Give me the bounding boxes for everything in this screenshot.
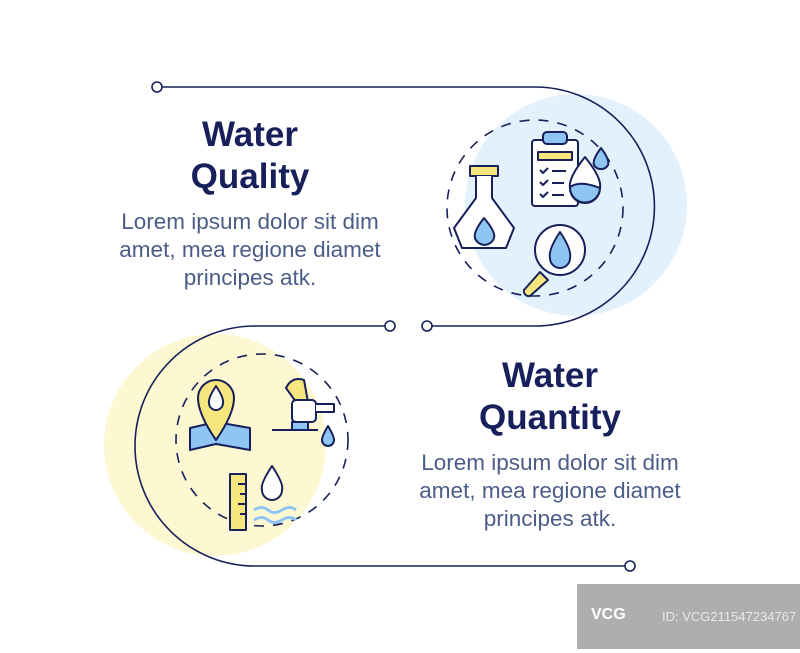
text-line: amet, mea regione diamet [419,478,681,503]
quality-connector [162,86,656,327]
water-level-ruler-icon [229,465,297,531]
text-line: Lorem ipsum dolor sit dim [121,209,379,234]
dot [624,560,636,572]
quantity-title: Water Quantity [390,355,710,439]
location-pin-map-icon [189,379,251,451]
text-line: principes atk. [483,506,617,531]
quality-dashed-ring [446,119,624,297]
dot [384,320,396,332]
text-line: Lorem ipsum dolor sit dim [421,450,679,475]
text-line: principes atk. [183,265,317,290]
title-line: Water [202,115,298,154]
quantity-connector [134,325,625,567]
watermark: VCG ID: VCG211547234767 [577,584,800,649]
quality-description: Lorem ipsum dolor sit dim amet, mea regi… [80,208,420,292]
quality-title: Water Quality [90,114,410,198]
flask-icon [453,165,515,249]
dot [151,81,163,93]
title-line: Quantity [479,398,621,437]
quantity-dashed-ring [175,353,349,527]
water-tap-icon [272,378,335,447]
magnifier-drop-icon [522,224,586,298]
quantity-description: Lorem ipsum dolor sit dim amet, mea regi… [380,449,720,533]
title-line: Water [502,356,598,395]
watermark-logo: VCG [591,606,626,623]
dot [421,320,433,332]
clipboard-checklist-icon [531,131,610,207]
text-line: amet, mea regione diamet [119,237,381,262]
watermark-id: ID: VCG211547234767 [662,609,797,624]
title-line: Quality [190,157,310,196]
